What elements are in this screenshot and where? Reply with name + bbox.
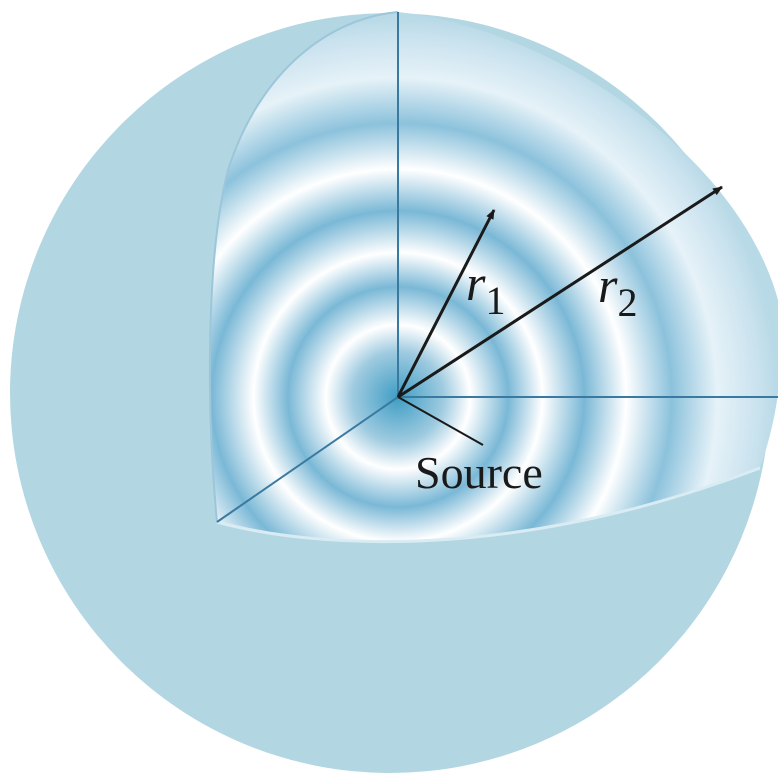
r2-label: r2 xyxy=(598,257,637,325)
wavefront-cutaway xyxy=(209,12,779,542)
r2-arrow xyxy=(397,185,723,399)
axis-diagonal xyxy=(216,396,399,523)
source-pointer xyxy=(397,396,484,446)
cut-edge-left xyxy=(208,11,399,523)
source-label: Source xyxy=(415,447,543,498)
r1-label: r1 xyxy=(466,255,505,323)
r1-arrow xyxy=(396,209,496,398)
cut-edge-bottom xyxy=(216,466,761,544)
